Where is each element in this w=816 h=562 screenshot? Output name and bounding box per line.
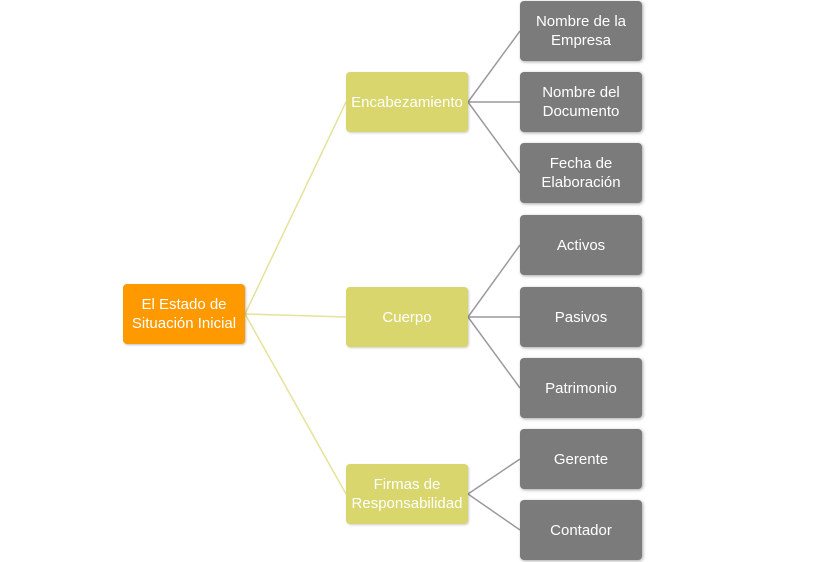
leaf-node-gerente: Gerente (520, 429, 642, 489)
leaf-node-nombre-empresa: Nombre de la Empresa (520, 1, 642, 61)
branch-node-encabezamiento: Encabezamiento (346, 72, 468, 132)
branch-label: Firmas de Responsabilidad (351, 476, 463, 512)
branch-label: Encabezamiento (351, 93, 463, 111)
root-label: El Estado de Situación Inicial (131, 296, 237, 332)
leaf-label: Fecha de Elaboración (541, 155, 621, 191)
leaf-node-contador: Contador (520, 500, 642, 560)
leaf-connector-line (467, 458, 521, 495)
leaf-connector-line (467, 30, 521, 103)
branch-node-firmas: Firmas de Responsabilidad (346, 464, 468, 524)
leaf-label: Nombre del Documento (542, 84, 620, 120)
leaf-label: Activos (556, 236, 606, 254)
leaf-connector-line (467, 493, 521, 531)
branch-node-cuerpo: Cuerpo (346, 287, 468, 347)
root-connector-line (244, 313, 347, 495)
leaf-label: Patrimonio (545, 379, 617, 397)
root-connector-line (244, 313, 347, 318)
branch-label: Cuerpo (382, 308, 432, 326)
root-connector-line (244, 101, 347, 315)
leaf-connector-line (467, 101, 521, 174)
leaf-node-activos: Activos (520, 215, 642, 275)
leaf-label: Pasivos (554, 308, 608, 326)
leaf-label: Gerente (553, 450, 609, 468)
leaf-connector-line (467, 316, 521, 389)
leaf-node-pasivos: Pasivos (520, 287, 642, 347)
leaf-label: Contador (550, 521, 612, 539)
leaf-connector-line (467, 244, 521, 318)
leaf-node-nombre-documento: Nombre del Documento (520, 72, 642, 132)
root-node: El Estado de Situación Inicial (123, 284, 245, 344)
leaf-label: Nombre de la Empresa (535, 13, 627, 49)
leaf-node-patrimonio: Patrimonio (520, 358, 642, 418)
leaf-node-fecha-elaboracion: Fecha de Elaboración (520, 143, 642, 203)
